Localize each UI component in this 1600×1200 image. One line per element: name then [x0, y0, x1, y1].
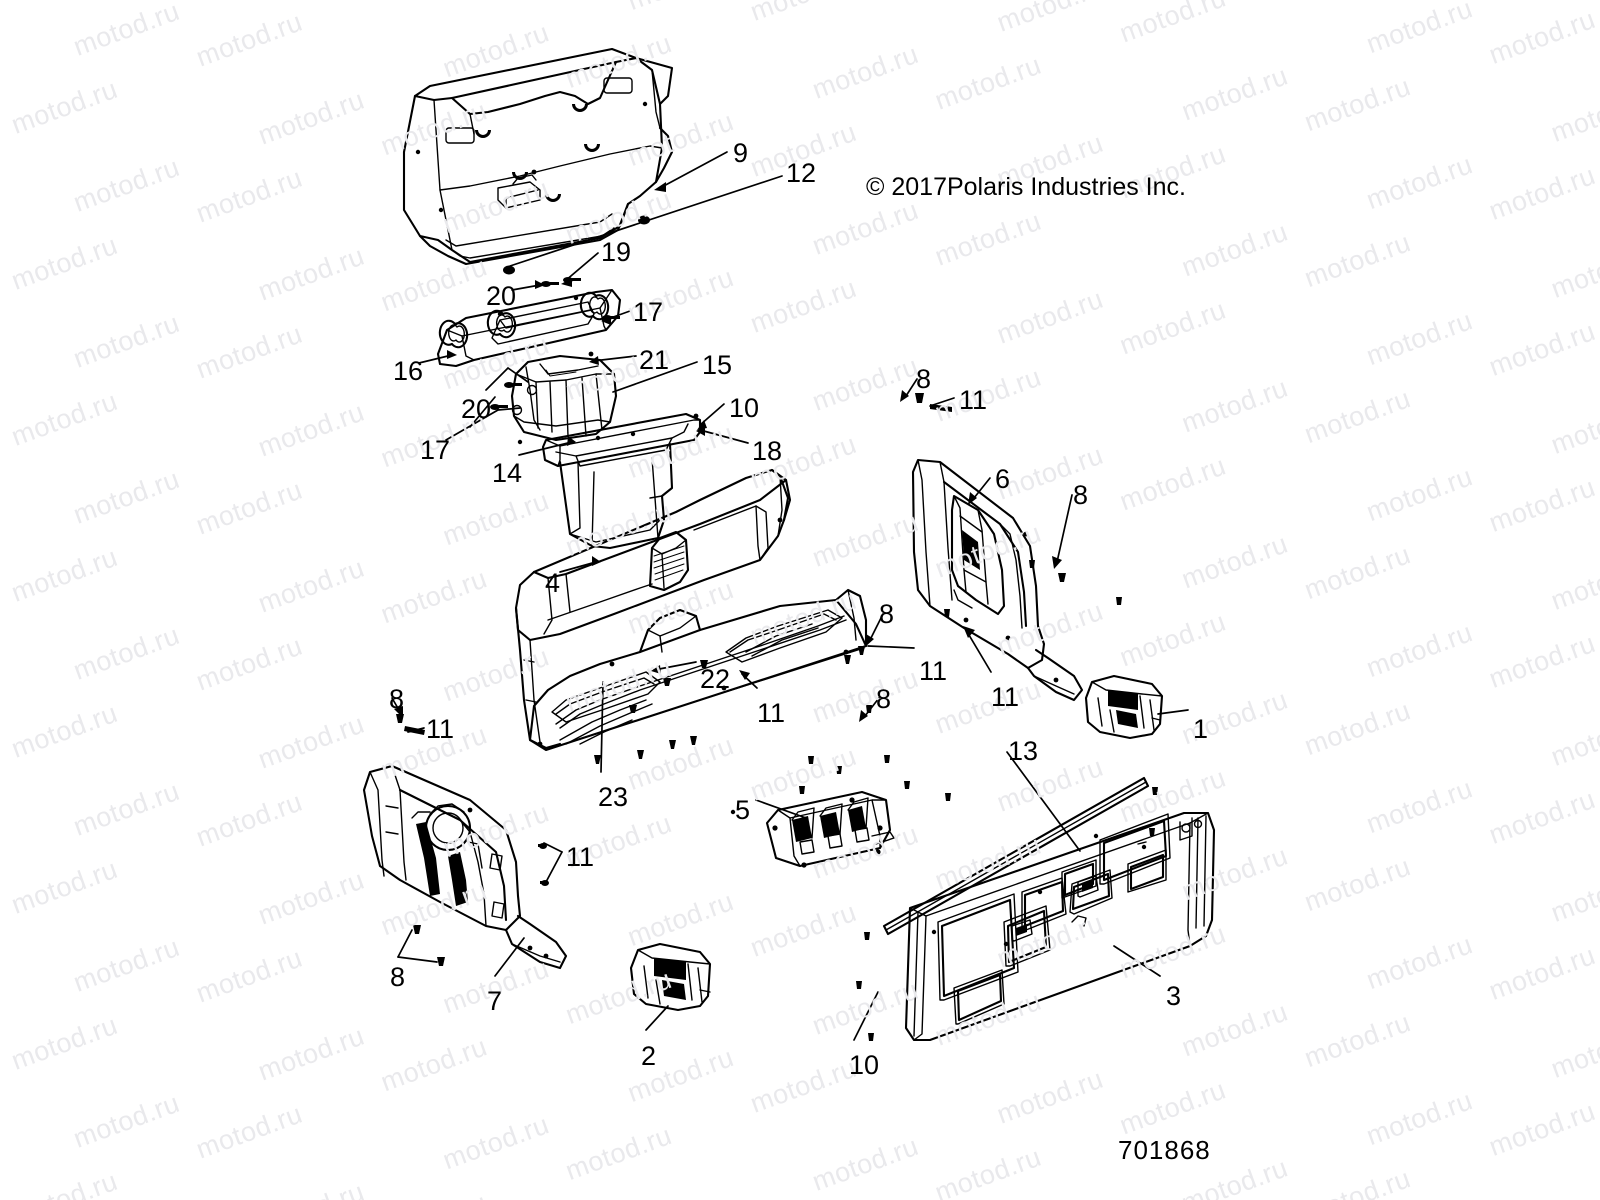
callout-20: 20 — [486, 281, 517, 311]
callout-19: 19 — [601, 237, 632, 267]
callout-8: 8 — [389, 684, 405, 714]
part-storage-tray — [541, 412, 702, 550]
callout-20: 20 — [461, 394, 492, 424]
callout-15: 15 — [702, 350, 733, 380]
callout-6: 6 — [995, 464, 1011, 494]
callout-11: 11 — [991, 682, 1020, 712]
callout-2: 2 — [641, 1041, 657, 1071]
callout-8: 8 — [390, 962, 406, 992]
callout-11: 11 — [426, 714, 455, 744]
callout-11: 11 — [757, 698, 786, 728]
part-mounting-bracket-left — [629, 942, 712, 1012]
part-center-console-firewall — [514, 468, 868, 752]
part-storage-lid — [510, 351, 636, 445]
callout-17: 17 — [633, 297, 664, 327]
callout-8: 8 — [1073, 480, 1089, 510]
callout-11: 11 — [919, 656, 948, 686]
callout-8: 8 — [916, 364, 932, 394]
callout-21: 21 — [639, 345, 670, 375]
callout-10: 10 — [729, 393, 760, 423]
callout-13: 13 — [1008, 736, 1039, 766]
callout-9: 9 — [733, 138, 749, 168]
callout-10: 10 — [849, 1050, 880, 1080]
callout-1: 1 — [1193, 714, 1209, 744]
part-right-side-panel — [911, 393, 1084, 702]
drawing-number: 701868 — [1118, 1135, 1211, 1165]
part-clip-bracket-assembly — [730, 790, 895, 868]
callout-3: 3 — [1166, 981, 1182, 1011]
part-rear-closeout-panel — [402, 47, 674, 275]
callout-11: 11 — [566, 842, 595, 872]
callout-4: 4 — [545, 568, 561, 598]
callout-12: 12 — [786, 158, 817, 188]
callout-14: 14 — [492, 458, 523, 488]
callout-18: 18 — [752, 436, 783, 466]
callout-5: 5 — [735, 795, 751, 825]
callout-8: 8 — [876, 684, 892, 714]
leader-lines — [391, 151, 1189, 1041]
callout-22: 22 — [700, 664, 731, 694]
callout-7: 7 — [487, 986, 503, 1016]
part-tailgate-trim-strip — [882, 776, 1150, 936]
part-tailgate-panel — [904, 811, 1216, 1042]
fastener-marks-console — [594, 560, 1158, 1041]
part-left-side-panel — [362, 714, 568, 970]
callout-17: 17 — [420, 435, 451, 465]
callout-11: 11 — [959, 385, 988, 415]
copyright-notice: © 2017Polaris Industries Inc. — [866, 173, 1186, 201]
part-mounting-bracket-right — [1084, 674, 1164, 740]
callout-8: 8 — [879, 599, 895, 629]
callout-16: 16 — [393, 356, 424, 386]
callout-23: 23 — [598, 782, 629, 812]
